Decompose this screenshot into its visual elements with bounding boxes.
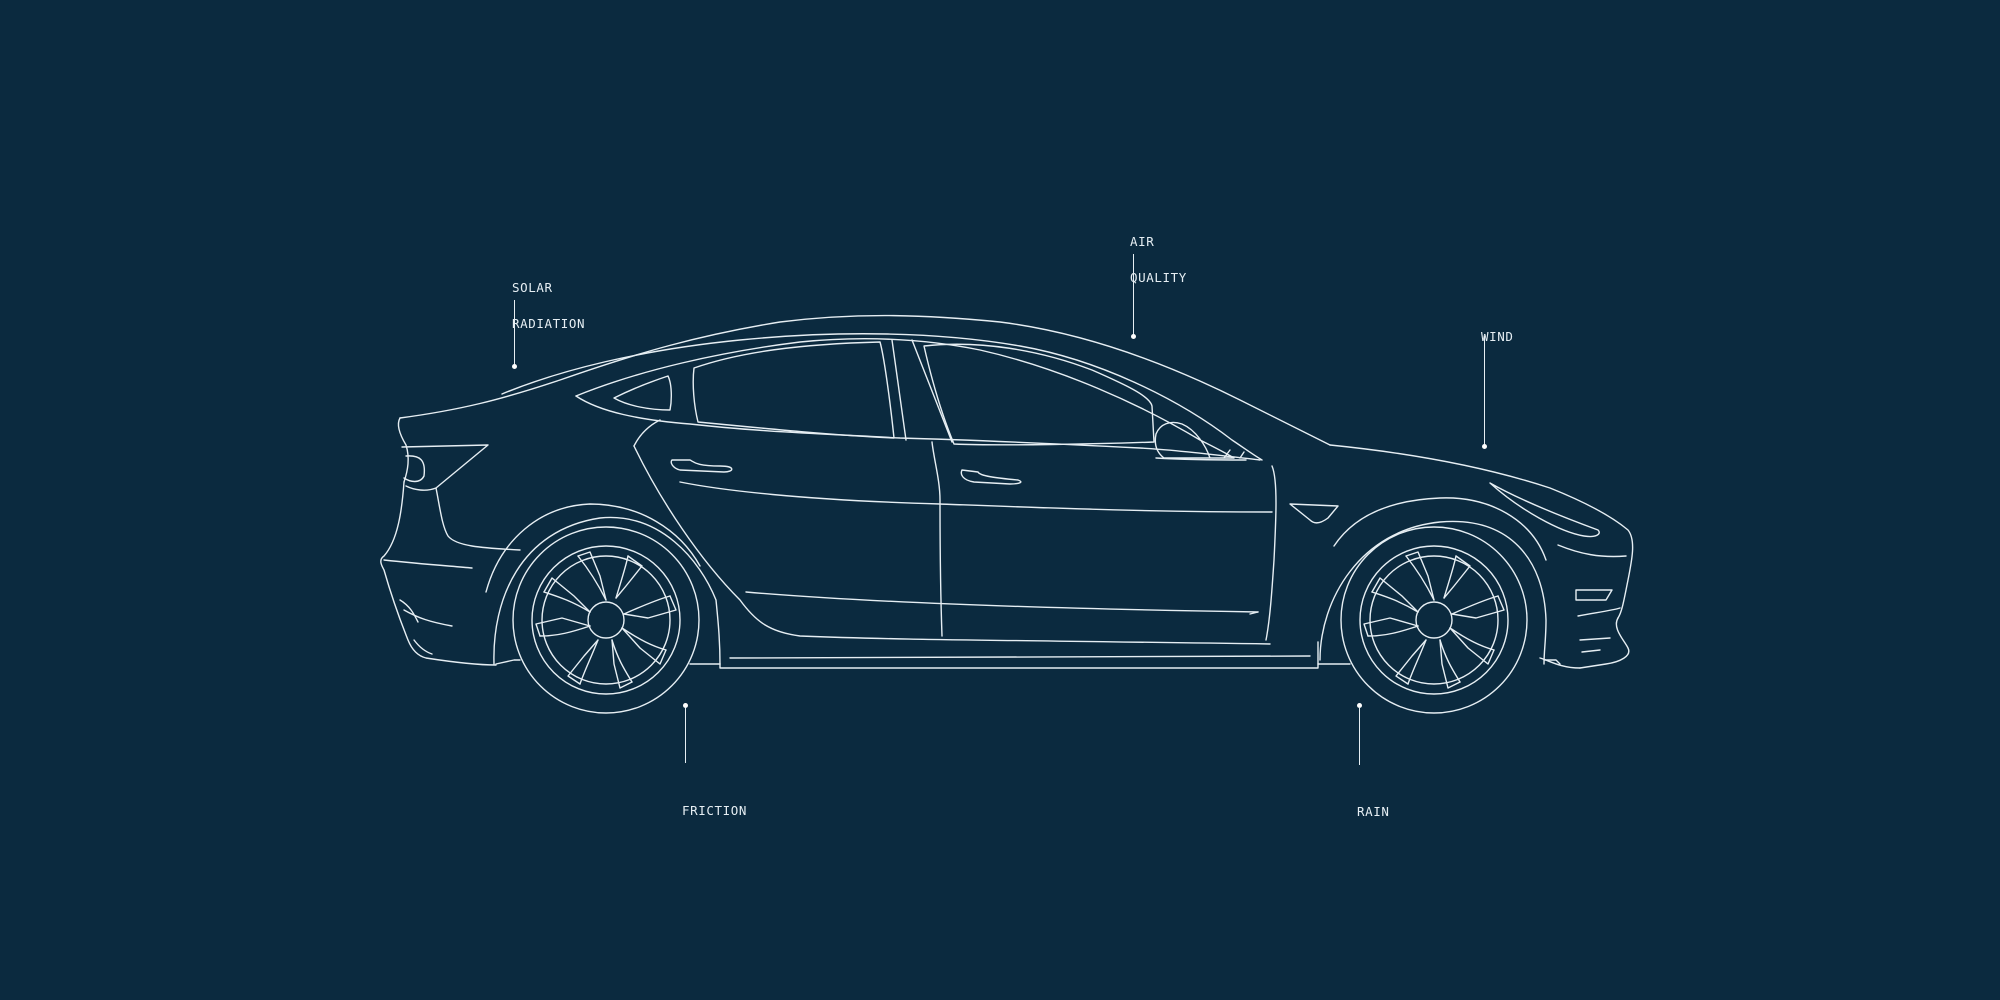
wind-leader-line — [1484, 336, 1485, 446]
friction-leader-line — [685, 707, 686, 763]
rain-leader-line — [1359, 707, 1360, 765]
air-quality-leader-line — [1133, 254, 1134, 336]
friction-label: FRICTION — [682, 781, 747, 841]
air-quality-label: AIR QUALITY — [1130, 212, 1187, 308]
air-quality-marker-dot — [1131, 334, 1136, 339]
car-windows — [501, 333, 1263, 461]
wind-marker-dot — [1482, 444, 1487, 449]
air-quality-label-line1: AIR — [1130, 234, 1155, 249]
rear-wheel — [512, 526, 700, 714]
solar-radiation-label-line2: RADIATION — [512, 316, 586, 331]
rain-label-line1: RAIN — [1357, 804, 1390, 819]
solar-radiation-label-line1: SOLAR — [512, 280, 553, 295]
solar-radiation-leader-line — [514, 300, 515, 366]
wind-label-line1: WIND — [1481, 329, 1514, 344]
rain-marker-dot — [1357, 703, 1362, 708]
wind-label: WIND — [1481, 307, 1514, 367]
solar-radiation-label: SOLAR RADIATION — [512, 258, 585, 354]
solar-radiation-marker-dot — [512, 364, 517, 369]
air-quality-label-line2: QUALITY — [1130, 270, 1187, 285]
friction-marker-dot — [683, 703, 688, 708]
rain-label: RAIN — [1357, 782, 1390, 842]
friction-label-line1: FRICTION — [682, 803, 748, 818]
car-body — [380, 314, 1634, 669]
front-wheel — [1340, 526, 1528, 714]
